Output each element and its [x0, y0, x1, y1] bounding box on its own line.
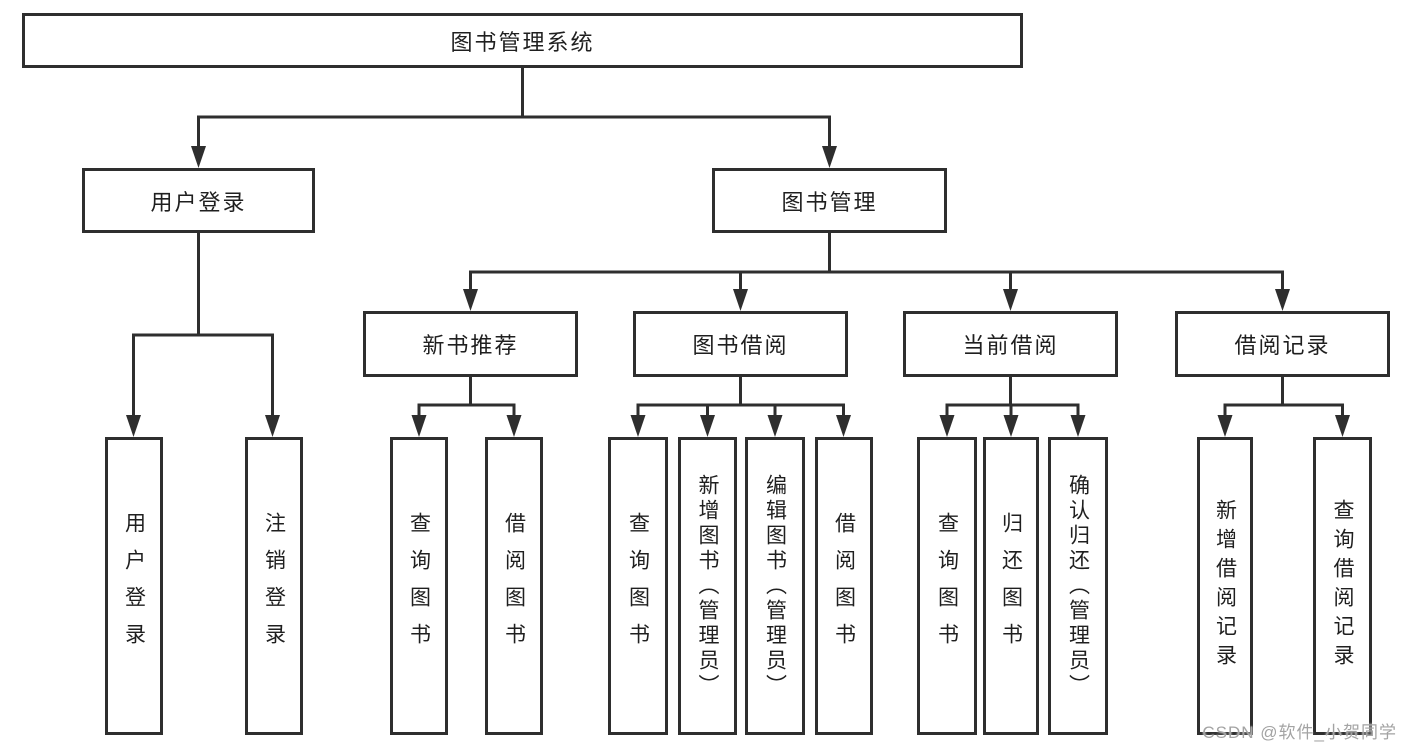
leaf-edit-book-admin-label: 编辑图书（管理员） [763, 473, 787, 699]
leaf-logout-label: 注销登录 [262, 512, 286, 660]
node-borrow-record-label: 借阅记录 [1234, 333, 1331, 358]
leaf-query-book-current-label: 查询图书 [935, 512, 959, 660]
node-user-login-label: 用户登录 [150, 189, 247, 215]
leaf-add-book-admin-label: 新增图书（管理员） [696, 473, 719, 699]
leaf-user-login-label: 用户登录 [122, 512, 146, 660]
leaf-confirm-return-admin-label: 确认归还（管理员） [1066, 473, 1090, 699]
leaf-query-book-recommend: 查询图书 [390, 437, 448, 735]
node-current-borrow-label: 当前借阅 [962, 333, 1059, 358]
leaf-user-login: 用户登录 [105, 437, 163, 735]
leaf-query-borrow-record-label: 查询借阅记录 [1331, 499, 1354, 673]
leaf-borrow-book-recommend: 借阅图书 [485, 437, 543, 735]
node-book-management: 图书管理 [712, 168, 947, 233]
node-current-borrow: 当前借阅 [903, 311, 1118, 377]
leaf-query-book-borrow-label: 查询图书 [626, 512, 650, 660]
node-new-book-recommend: 新书推荐 [363, 311, 578, 377]
leaf-add-borrow-record-label: 新增借阅记录 [1213, 499, 1237, 673]
leaf-return-book-label: 归还图书 [999, 512, 1023, 660]
node-book-management-label: 图书管理 [781, 189, 878, 215]
node-root-system-label: 图书管理系统 [450, 29, 595, 55]
leaf-return-book: 归还图书 [983, 437, 1039, 735]
node-book-borrow: 图书借阅 [633, 311, 848, 377]
node-user-login: 用户登录 [82, 168, 315, 233]
node-new-book-recommend-label: 新书推荐 [422, 333, 519, 358]
leaf-query-borrow-record: 查询借阅记录 [1313, 437, 1372, 735]
leaf-query-book-current: 查询图书 [917, 437, 977, 735]
leaf-borrow-book-recommend-label: 借阅图书 [502, 512, 526, 660]
leaf-logout: 注销登录 [245, 437, 303, 735]
leaf-borrow-book: 借阅图书 [815, 437, 873, 735]
watermark: CSDN @软件_小贺同学 [1202, 723, 1397, 742]
leaf-add-borrow-record: 新增借阅记录 [1197, 437, 1253, 735]
leaf-add-book-admin: 新增图书（管理员） [678, 437, 737, 735]
node-root-system: 图书管理系统 [22, 13, 1023, 68]
leaf-edit-book-admin: 编辑图书（管理员） [745, 437, 805, 735]
leaf-borrow-book-label: 借阅图书 [832, 512, 856, 660]
leaf-confirm-return-admin: 确认归还（管理员） [1048, 437, 1108, 735]
leaf-query-book-borrow: 查询图书 [608, 437, 668, 735]
node-book-borrow-label: 图书借阅 [692, 333, 789, 358]
node-borrow-record: 借阅记录 [1175, 311, 1390, 377]
leaf-query-book-recommend-label: 查询图书 [407, 512, 431, 660]
